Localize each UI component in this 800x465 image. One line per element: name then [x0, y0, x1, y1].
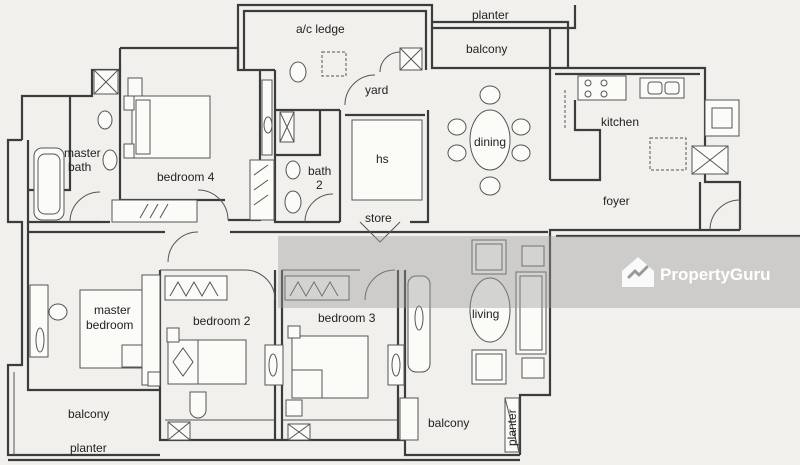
label-bath-2-line1: bath	[308, 164, 331, 178]
label-planter-bottom: planter	[70, 441, 107, 455]
label-hs: hs	[376, 152, 389, 166]
label-master-bath-line2: bath	[68, 160, 91, 174]
label-balcony-bottom: balcony	[428, 416, 469, 430]
label-master-bath: master bath	[64, 146, 104, 174]
label-yard: yard	[365, 83, 388, 97]
label-planter-right: planter	[505, 409, 519, 446]
label-living: living	[472, 307, 499, 321]
label-master-bedroom-line2: bedroom	[86, 318, 133, 332]
room-labels: a/c ledge planter balcony yard dining ki…	[64, 8, 639, 455]
label-bath-2: bath 2	[308, 164, 335, 192]
watermark-text: PropertyGuru	[660, 265, 771, 284]
outer-walls	[6, 3, 800, 462]
fixtures	[29, 47, 741, 453]
label-bath-2-line2: 2	[316, 178, 323, 192]
label-kitchen: kitchen	[601, 115, 639, 129]
interior-walls	[26, 68, 702, 440]
toilet-fixture	[97, 110, 113, 130]
label-planter-top: planter	[472, 8, 509, 22]
label-ac-ledge: a/c ledge	[296, 22, 345, 36]
label-dining: dining	[474, 135, 506, 149]
label-master-bedroom: master bedroom	[86, 303, 134, 332]
label-foyer: foyer	[603, 194, 630, 208]
watermark-band	[278, 236, 800, 308]
coffee-table-fixture	[469, 277, 511, 343]
label-bedroom-2: bedroom 2	[193, 314, 251, 328]
dining-table-fixture	[469, 109, 511, 171]
propertyguru-logo-icon	[622, 257, 654, 287]
watermark: PropertyGuru	[278, 236, 800, 308]
label-master-bath-line1: master	[64, 146, 101, 160]
label-master-bedroom-line1: master	[94, 303, 131, 317]
label-balcony-top: balcony	[466, 42, 507, 56]
label-bedroom-3: bedroom 3	[318, 311, 376, 325]
label-balcony-left: balcony	[68, 407, 109, 421]
label-store: store	[365, 211, 392, 225]
doors	[69, 51, 401, 301]
label-bedroom-4: bedroom 4	[157, 170, 215, 184]
